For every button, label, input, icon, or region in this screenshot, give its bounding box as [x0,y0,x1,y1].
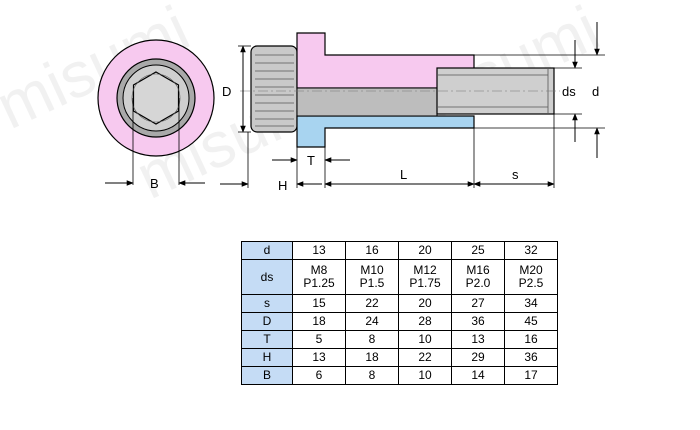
thread-size: M20 [519,263,543,277]
table-cell: 6 [292,366,346,385]
hex-socket [132,71,180,125]
table-cell: 24 [345,312,399,331]
table-cell: 29 [451,348,505,367]
row-header-d: d [241,241,293,260]
table-row: D 18 24 28 36 45 [241,312,558,331]
dim-label-d: d [592,84,599,99]
table-cell: 36 [504,348,558,367]
table-cell: 27 [451,294,505,313]
dim-label-T: T [307,153,315,168]
dim-label-B: B [150,176,159,191]
table-cell: 20 [398,294,452,313]
row-header-s: s [241,294,293,313]
table-cell: 36 [451,312,505,331]
thread-pitch: P2.5 [518,276,544,290]
table-cell: 10 [398,366,452,385]
table-cell: 10 [398,330,452,349]
table-cell: 22 [345,294,399,313]
table-cell: 15 [292,294,346,313]
table-cell: 13 [451,330,505,349]
dim-label-L: L [400,167,407,182]
row-header-D: D [241,312,293,331]
table-cell: 45 [504,312,558,331]
table-cell: 16 [504,330,558,349]
table-row: H 13 18 22 29 36 [241,348,558,367]
table-cell: 8 [345,366,399,385]
table-cell: 25 [451,241,505,260]
table-cell: 22 [398,348,452,367]
table-cell: 13 [292,348,346,367]
thread-pitch: P1.25 [303,276,335,290]
row-header-B: B [241,366,293,385]
dim-label-ds: ds [562,84,576,99]
row-header-T: T [241,330,293,349]
row-header-ds: ds [241,259,293,295]
table-cell: 18 [292,312,346,331]
table-cell: 5 [292,330,346,349]
table-row: T 5 8 10 13 16 [241,330,558,349]
end-view [97,39,215,186]
dim-label-D: D [222,84,231,99]
table-row: d 13 16 20 25 32 [241,241,558,260]
table-row: B 6 8 10 14 17 [241,366,558,385]
row-header-H: H [241,348,293,367]
table-cell: 14 [451,366,505,385]
shaft [296,87,438,117]
thread-pitch: P2.0 [465,276,491,290]
table-row: s 15 22 20 27 34 [241,294,558,313]
table-cell: 32 [504,241,558,260]
thread-size: M16 [466,263,490,277]
thread-pitch: P1.75 [409,276,441,290]
thread-pitch: P1.5 [359,276,385,290]
table-cell: 18 [345,348,399,367]
table-cell: 8 [345,330,399,349]
thread-size: M12 [413,263,437,277]
thread-size: M8 [310,263,328,277]
bolt-drawing: misumi misumi misumi B [0,0,610,213]
table-cell: 13 [292,241,346,260]
table-cell: 16 [345,241,399,260]
table-cell: 17 [504,366,558,385]
side-view [240,32,560,148]
dim-label-H: H [278,178,287,193]
dim-label-s: s [512,167,519,182]
thread-size: M10 [360,263,384,277]
table-cell: 20 [398,241,452,260]
table-cell: 28 [398,312,452,331]
table-cell: 34 [504,294,558,313]
